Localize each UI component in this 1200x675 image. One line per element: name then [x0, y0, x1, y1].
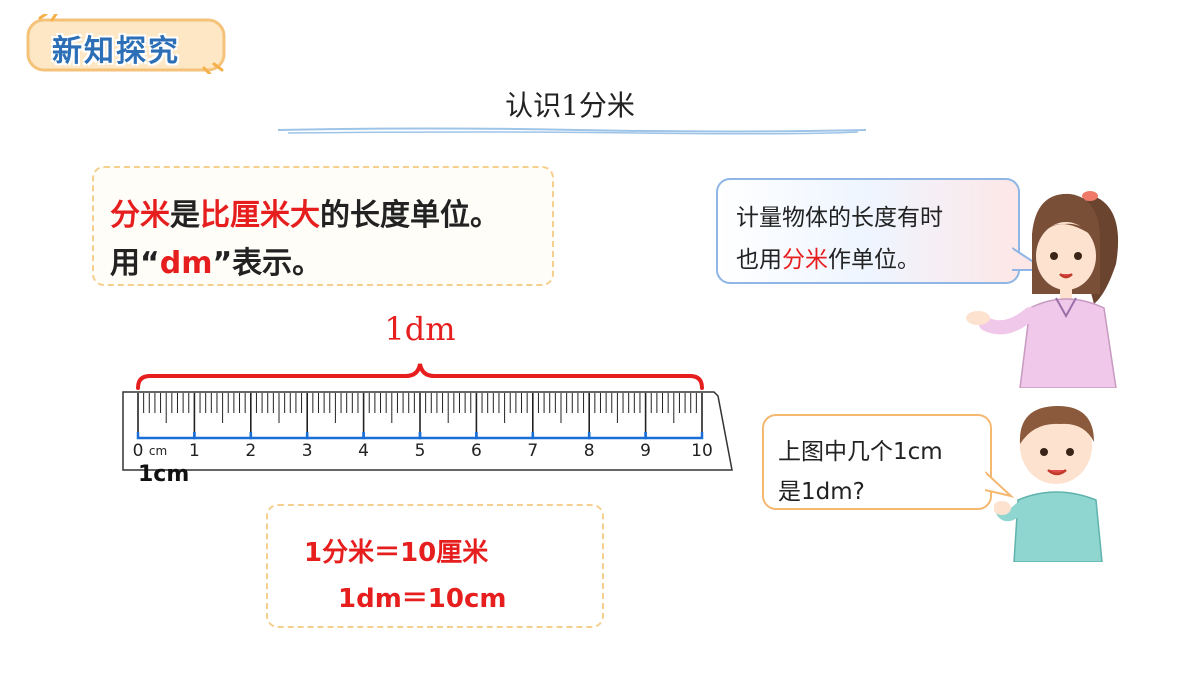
ruler-number-7: 7 [527, 441, 538, 461]
ruler-number-1: 1 [189, 441, 200, 461]
badge-label: 新知探究 [52, 34, 180, 69]
girl-speech-line-1: 计量物体的长度有时 [736, 205, 943, 231]
boy-bubble-tail [985, 471, 1015, 498]
equation-chinese: 1分米＝10厘米 [304, 538, 489, 568]
ruler-number-5: 5 [415, 441, 426, 461]
ruler-unit-mark: cm [149, 444, 167, 458]
girl-speech-line-2: 也用分米作单位。 [736, 240, 920, 274]
boy-speech-line-1: 上图中几个1cm [778, 439, 943, 465]
definition-line-1: 分米是比厘米大的长度单位。 [110, 190, 500, 234]
girl-speech-highlight: 分米 [782, 247, 828, 273]
section-badge [26, 14, 226, 74]
definition-text: 是 [170, 198, 200, 233]
girl-speech-bubble: 计量物体的长度有时 也用分米作单位。 [716, 178, 1020, 284]
boy-character [994, 406, 1103, 562]
unit-symbol: dm [159, 246, 213, 281]
ruler: 0 cm 1 2 3 4 5 6 7 8 9 10 [122, 363, 733, 471]
girl-speech-text: 也用 [736, 247, 782, 273]
equation-box: 1分米＝10厘米 1dm＝10cm [266, 504, 604, 628]
title-underline [278, 127, 867, 135]
definition-text: 用“ [110, 246, 160, 281]
ruler-number-6: 6 [471, 441, 482, 461]
span-brace [136, 363, 704, 390]
ruler-number-3: 3 [302, 441, 313, 461]
definition-term: 分米 [110, 198, 170, 233]
span-label: 1dm [384, 310, 456, 348]
page-title: 认识1分米 [505, 89, 635, 122]
definition-line-2: 用“dm”表示。 [110, 238, 322, 282]
boy-speech-bubble: 上图中几个1cm 是1dm? [762, 414, 992, 510]
definition-highlight: 比厘米大 [200, 198, 320, 233]
definition-box: 分米是比厘米大的长度单位。 用“dm”表示。 [92, 166, 554, 286]
girl-character [966, 191, 1119, 388]
boy-speech-line-2: 是1dm? [778, 479, 865, 505]
ruler-number-4: 4 [358, 441, 369, 461]
ruler-number-0: 0 [133, 441, 144, 461]
equation-symbol: 1dm＝10cm [338, 584, 507, 614]
ruler-number-10: 10 [691, 441, 713, 461]
girl-speech-text: 作单位。 [828, 247, 920, 273]
definition-text: 的长度单位。 [320, 198, 500, 233]
ruler-body [122, 391, 733, 471]
ruler-number-9: 9 [640, 441, 651, 461]
one-cm-label: 1cm [138, 462, 190, 487]
one-cm-segment-mark [644, 432, 704, 440]
definition-text: ”表示。 [212, 246, 323, 281]
ruler-number-8: 8 [584, 441, 595, 461]
ruler-number-2: 2 [245, 441, 256, 461]
